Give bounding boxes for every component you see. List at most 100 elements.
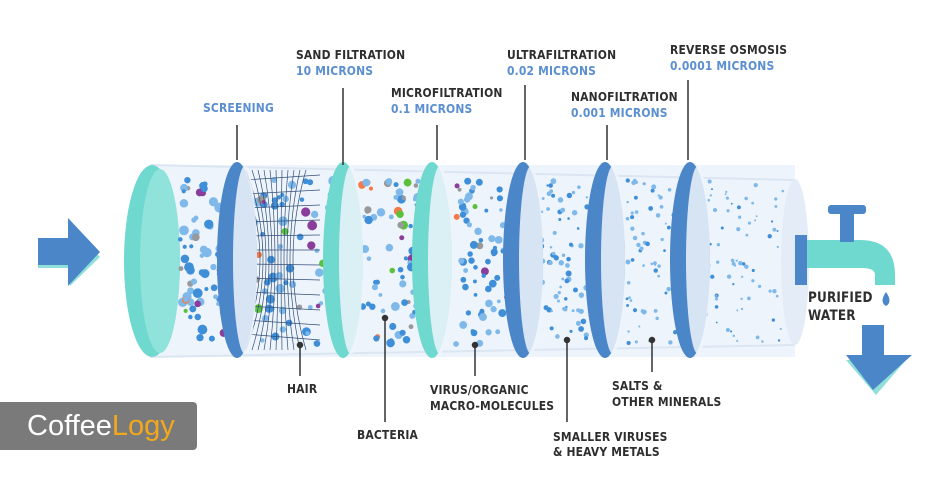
particle <box>470 184 476 191</box>
removed-bacteria: BACTERIA <box>357 427 419 442</box>
particle <box>741 275 744 278</box>
particle <box>498 309 507 318</box>
particle <box>364 215 373 225</box>
particle <box>576 227 580 230</box>
particle <box>648 206 654 211</box>
particle <box>565 263 570 268</box>
particle <box>548 183 553 188</box>
particle <box>467 251 473 257</box>
particle <box>485 299 493 308</box>
particle <box>733 264 737 267</box>
particle <box>408 223 413 229</box>
particle <box>740 297 743 301</box>
particle <box>627 330 630 333</box>
filter-disc-4 <box>503 162 543 358</box>
particle <box>630 211 634 215</box>
particle <box>751 201 755 205</box>
particle <box>264 304 274 313</box>
particle <box>668 340 673 345</box>
particle <box>715 321 718 324</box>
particle <box>632 308 638 313</box>
particle <box>213 294 218 300</box>
particle <box>401 195 407 201</box>
particle <box>716 242 721 247</box>
particle <box>630 258 635 262</box>
particle <box>200 185 208 193</box>
particle <box>261 288 268 295</box>
particle <box>362 178 371 187</box>
particle <box>276 195 282 200</box>
outlet-arrow-icon <box>846 325 912 395</box>
particle <box>657 264 661 268</box>
particle <box>578 308 584 314</box>
particle <box>479 308 485 314</box>
particle <box>732 282 735 286</box>
particle <box>459 321 468 329</box>
particle <box>396 210 404 219</box>
particle <box>725 328 730 333</box>
particle <box>484 208 489 213</box>
particle <box>650 188 655 193</box>
particle <box>188 314 193 320</box>
particle <box>314 248 320 254</box>
particle <box>402 335 411 344</box>
particle <box>463 268 469 273</box>
particle <box>189 244 194 249</box>
particle <box>561 277 565 281</box>
particle <box>715 260 720 264</box>
particle <box>584 336 589 341</box>
particle <box>628 296 631 299</box>
particle <box>496 186 503 193</box>
particle <box>468 257 475 264</box>
particle <box>490 306 497 313</box>
particle <box>476 242 484 250</box>
particle <box>625 216 630 221</box>
particle <box>664 291 668 295</box>
particle <box>751 268 755 273</box>
particle <box>754 219 757 222</box>
particle <box>393 194 399 200</box>
particle <box>279 326 287 333</box>
filter-disc-5 <box>585 162 625 358</box>
faucet-icon <box>795 205 895 306</box>
particle <box>736 309 739 312</box>
stage-label-ro: REVERSE OSMOSIS <box>670 42 788 57</box>
particle <box>204 219 214 229</box>
particle <box>488 279 497 288</box>
particle <box>629 299 633 302</box>
particle <box>660 237 664 242</box>
particle <box>736 205 741 210</box>
particle <box>566 256 571 262</box>
particle <box>651 184 657 190</box>
particle <box>632 235 638 241</box>
particle <box>466 222 472 228</box>
particle <box>709 194 713 197</box>
particle <box>567 217 570 220</box>
particle <box>307 304 313 310</box>
particle <box>561 253 566 257</box>
particle <box>264 279 271 286</box>
particle <box>380 308 386 314</box>
particle <box>553 293 559 299</box>
removed-salts-line2: OTHER MINERALS <box>612 394 722 409</box>
particle <box>275 271 283 280</box>
particle <box>183 308 188 313</box>
particle <box>267 255 275 264</box>
particle <box>550 178 557 185</box>
particle <box>558 218 562 222</box>
stage-label-screening: SCREENING <box>203 100 274 115</box>
particle <box>389 322 397 330</box>
particle <box>465 192 473 201</box>
particle <box>625 259 631 265</box>
particle <box>725 196 730 200</box>
particle <box>639 246 644 251</box>
removed-virus-line2: MACRO-MOLECULES <box>430 398 555 413</box>
particle <box>634 180 639 184</box>
particle <box>307 220 318 231</box>
particle <box>641 231 645 236</box>
removed-smaller-line2: & HEAVY METALS <box>553 444 660 459</box>
particle <box>179 225 189 236</box>
particle <box>469 240 478 249</box>
particle <box>580 318 587 325</box>
